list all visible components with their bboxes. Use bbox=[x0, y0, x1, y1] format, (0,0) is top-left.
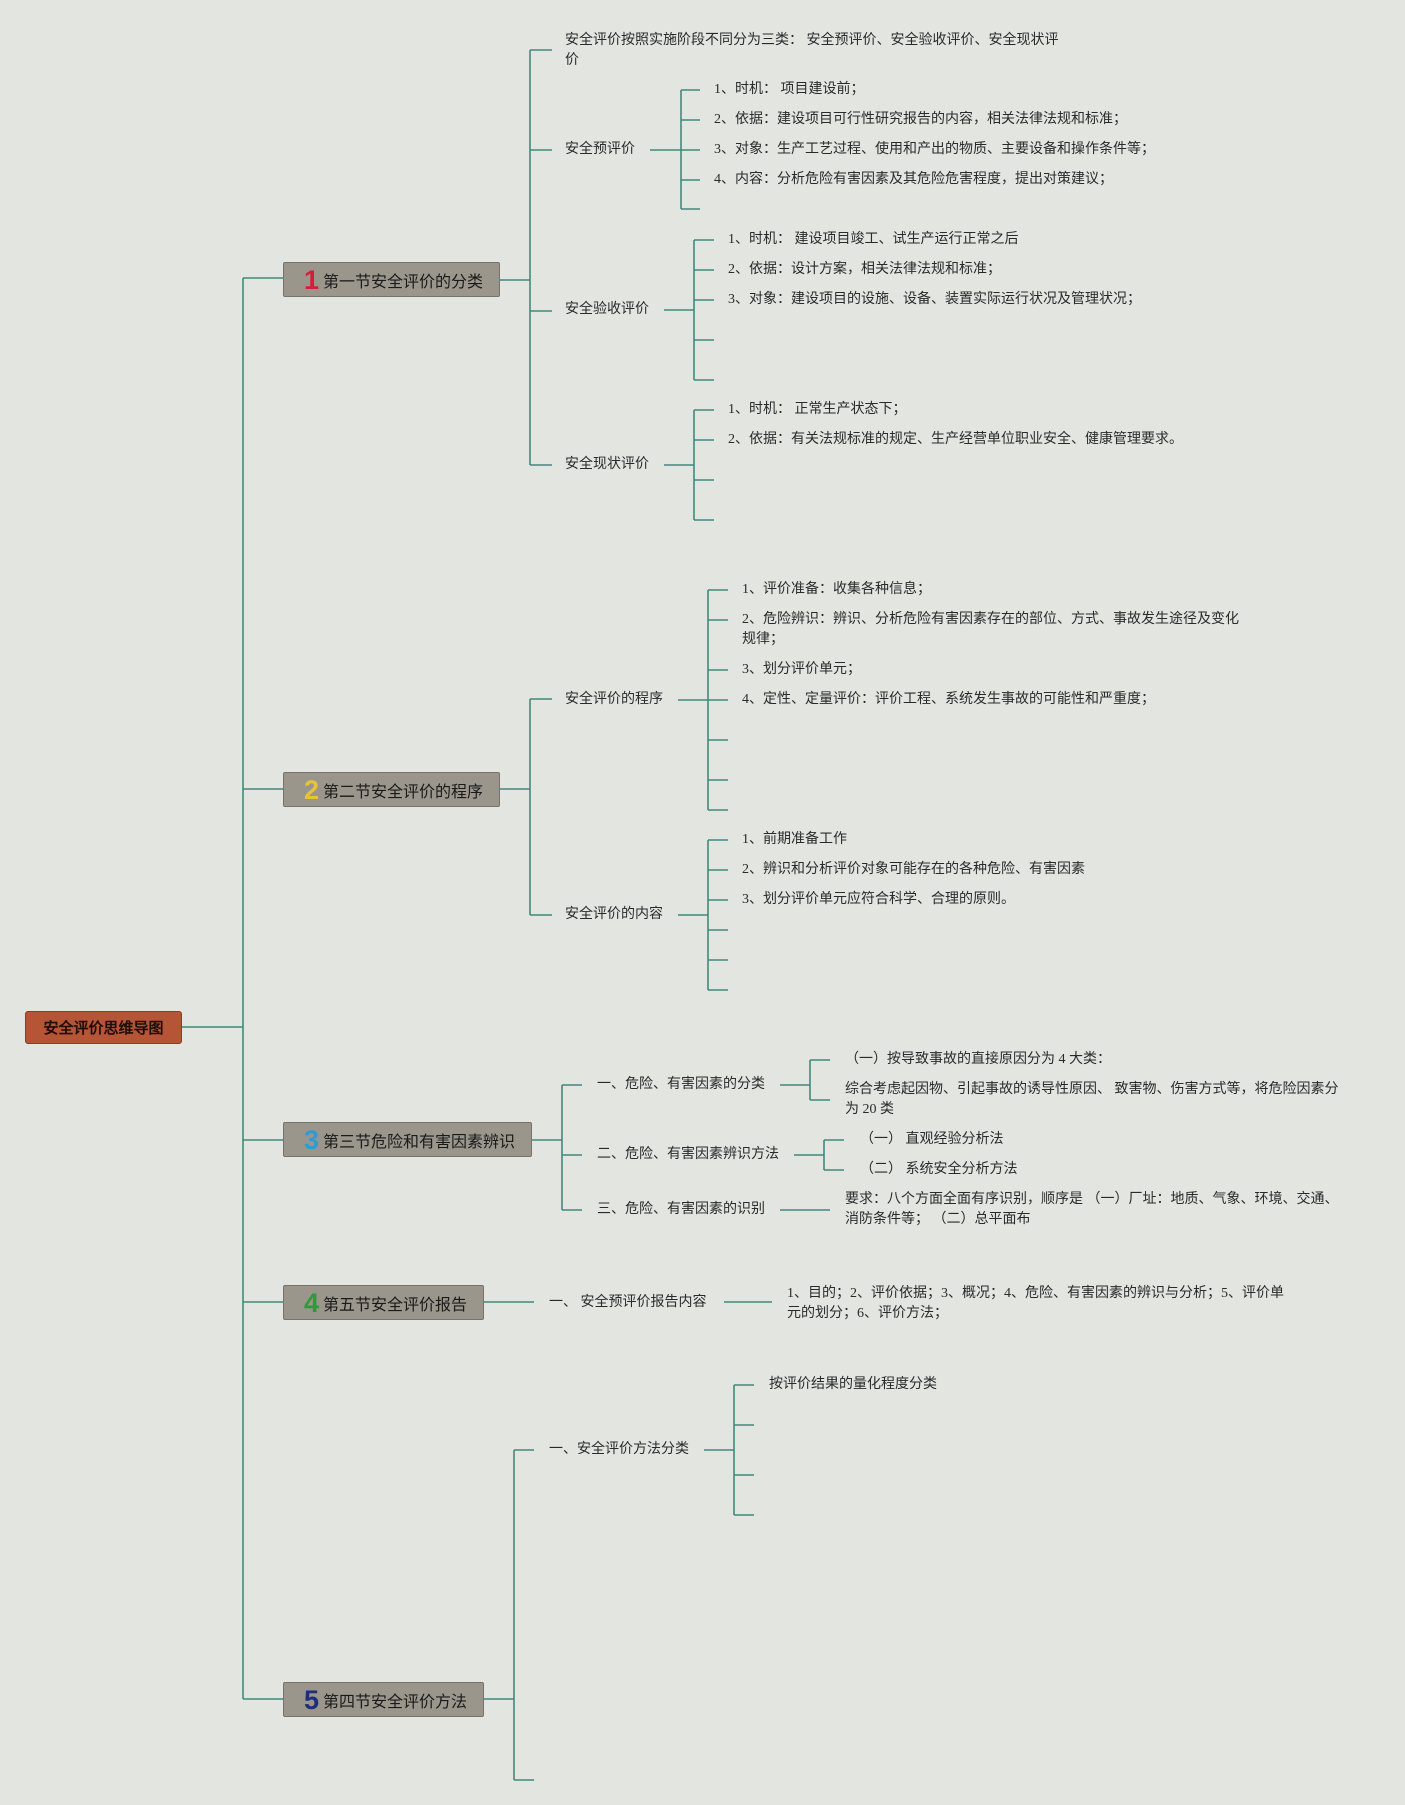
leaf[interactable]: 按评价结果的量化程度分类 bbox=[769, 1377, 937, 1392]
node-acceptance-evaluation[interactable]: 安全验收评价 bbox=[565, 302, 649, 317]
section-5-node[interactable]: 5 第四节安全评价方法 bbox=[283, 1682, 484, 1717]
section-4-number: 4 bbox=[304, 1287, 320, 1318]
section-1-intro[interactable]: 安全评价按照实施阶段不同分为三类： 安全预评价、安全验收评价、安全现状评价 bbox=[565, 33, 1059, 68]
node-hazard-recognition[interactable]: 三、危险、有害因素的识别 bbox=[597, 1202, 765, 1217]
leaf[interactable]: （一）按导致事故的直接原因分为 4 大类： bbox=[845, 1052, 1111, 1067]
leaf[interactable]: 1、前期准备工作 bbox=[742, 832, 847, 847]
leaf[interactable]: 2、依据：设计方案，相关法律法规和标准； bbox=[728, 262, 1001, 277]
node-evaluation-procedure[interactable]: 安全评价的程序 bbox=[565, 692, 663, 707]
node-status-evaluation[interactable]: 安全现状评价 bbox=[565, 457, 649, 472]
leaf[interactable]: 3、划分评价单元； bbox=[742, 662, 861, 677]
node-hazard-classification[interactable]: 一、危险、有害因素的分类 bbox=[597, 1077, 765, 1092]
leaf[interactable]: 3、划分评价单元应符合科学、合理的原则。 bbox=[742, 892, 1015, 907]
section-3-number: 3 bbox=[304, 1124, 320, 1155]
section-1-label: 第一节安全评价的分类 bbox=[323, 273, 484, 291]
section-3-node[interactable]: 3 第三节危险和有害因素辨识 bbox=[283, 1122, 532, 1157]
leaf[interactable]: 4、定性、定量评价：评价工程、系统发生事故的可能性和严重度； bbox=[742, 692, 1155, 707]
section-3-label: 第三节危险和有害因素辨识 bbox=[323, 1133, 516, 1151]
leaf[interactable]: 综合考虑起因物、引起事故的诱导性原因、 致害物、伤害方式等，将危险因素分为 20… bbox=[845, 1082, 1339, 1117]
section-2-label: 第二节安全评价的程序 bbox=[323, 783, 484, 801]
section-2-node[interactable]: 2 第二节安全评价的程序 bbox=[283, 772, 500, 807]
section-4-label: 第五节安全评价报告 bbox=[323, 1296, 468, 1314]
leaf[interactable]: 2、依据：有关法规标准的规定、生产经营单位职业安全、健康管理要求。 bbox=[728, 432, 1183, 447]
leaf[interactable]: 1、时机： 项目建设前； bbox=[714, 82, 865, 97]
leaf[interactable]: （一） 直观经验分析法 bbox=[860, 1132, 1004, 1147]
leaf[interactable]: 3、对象：生产工艺过程、使用和产出的物质、主要设备和操作条件等； bbox=[714, 142, 1155, 157]
section-4-node[interactable]: 4 第五节安全评价报告 bbox=[283, 1285, 484, 1320]
section-1-number: 1 bbox=[304, 264, 320, 295]
leaf[interactable]: 1、时机： 正常生产状态下； bbox=[728, 402, 907, 417]
root-node[interactable]: 安全评价思维导图 bbox=[25, 1011, 182, 1044]
leaf[interactable]: 1、目的；2、评价依据；3、概况；4、危险、有害因素的辨识与分析；5、评价单元的… bbox=[787, 1286, 1284, 1321]
leaf[interactable]: 4、内容：分析危险有害因素及其危险危害程度，提出对策建议； bbox=[714, 172, 1113, 187]
leaf[interactable]: 2、危险辨识：辨识、分析危险有害因素存在的部位、方式、事故发生途径及变化规律； bbox=[742, 612, 1239, 647]
leaf[interactable]: （二） 系统安全分析方法 bbox=[860, 1162, 1018, 1177]
leaf[interactable]: 1、评价准备：收集各种信息； bbox=[742, 582, 931, 597]
leaf[interactable]: 1、时机： 建设项目竣工、试生产运行正常之后 bbox=[728, 232, 1019, 247]
leaf[interactable]: 要求：八个方面全面有序识别，顺序是 （一）厂址：地质、气象、环境、交通、消防条件… bbox=[845, 1192, 1339, 1227]
leaf[interactable]: 2、辨识和分析评价对象可能存在的各种危险、有害因素 bbox=[742, 862, 1085, 877]
node-hazard-identification-methods[interactable]: 二、危险、有害因素辨识方法 bbox=[597, 1147, 779, 1162]
section-5-number: 5 bbox=[304, 1684, 320, 1715]
leaf[interactable]: 3、对象：建设项目的设施、设备、装置实际运行状况及管理状况； bbox=[728, 292, 1141, 307]
leaf[interactable]: 2、依据：建设项目可行性研究报告的内容，相关法律法规和标准； bbox=[714, 112, 1127, 127]
node-pre-evaluation-report[interactable]: 一、 安全预评价报告内容 bbox=[549, 1295, 707, 1310]
section-2-number: 2 bbox=[304, 774, 320, 805]
node-pre-evaluation[interactable]: 安全预评价 bbox=[565, 142, 635, 157]
section-1-node[interactable]: 1 第一节安全评价的分类 bbox=[283, 262, 500, 297]
node-method-classification[interactable]: 一、安全评价方法分类 bbox=[549, 1442, 689, 1457]
section-5-label: 第四节安全评价方法 bbox=[323, 1693, 468, 1711]
node-evaluation-content[interactable]: 安全评价的内容 bbox=[565, 907, 663, 922]
